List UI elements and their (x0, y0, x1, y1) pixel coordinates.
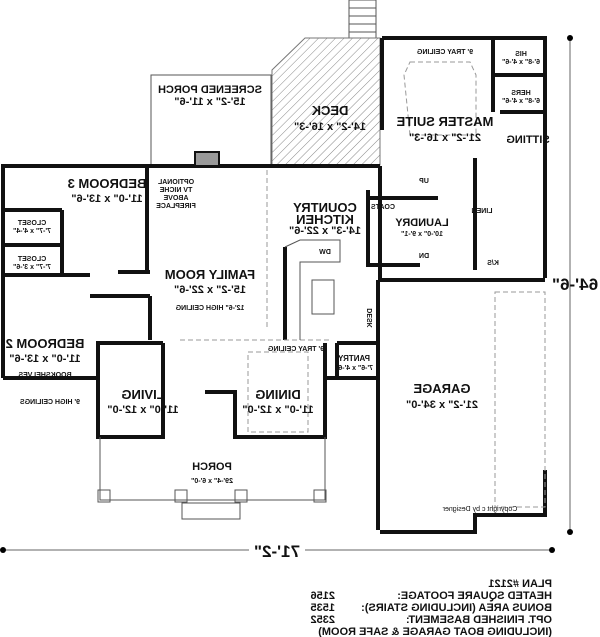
screened-porch-size: 15'-2" x 11'-6" (174, 96, 245, 108)
living-label: LIVING (121, 387, 164, 402)
dining-label: DINING (255, 387, 301, 402)
deck-area (271, 37, 381, 166)
his-closet-label: HIS (515, 51, 527, 58)
bedroom2-size: 11'-0" x 13'-6" (9, 353, 80, 365)
family-room-label: FAMILY ROOM (165, 267, 255, 282)
plan-row-label-2: OPT. FINISHED BASEMENT: (406, 614, 552, 626)
laundry-size: 10'-0" x 9'-1" (401, 231, 443, 238)
plan-row-value-0: 2156 (311, 590, 335, 602)
bedroom3-label: BEDROOM 3 (68, 176, 147, 191)
tv-niche-line1: OPTIONAL (157, 179, 194, 186)
desk-label: DESK (367, 308, 374, 327)
his-closet-size: 6'-8" x 4'-6" (502, 59, 540, 66)
closet1-label: CLOSET (17, 220, 46, 227)
stairs-up-label: UP (419, 178, 429, 185)
family-room-size: 15'-2" x 22'-6" (174, 284, 246, 296)
stairs-down-label: DN (419, 253, 429, 260)
tv-niche-line2: TV NICHE (159, 187, 192, 194)
pantry-label: PANTRY (337, 354, 370, 363)
bookshelves-label: BOOKSHELVES (18, 372, 71, 379)
master-suite-label: MASTER SUITE (396, 114, 493, 129)
closet1-size: 7'-7" x 4'-4" (13, 228, 51, 235)
high-ceilings-label: 9' HIGH CEILINGS (20, 399, 80, 406)
bedroom2-label: BEDROOM 2 (6, 336, 85, 351)
master-suite-size: 21'-2" x 16'-3" (409, 132, 481, 144)
copyright-text: Copyright c by Designer (442, 506, 517, 513)
porch-label: PORCH (192, 461, 232, 473)
porch-size: 29'-4" x 6'-0" (191, 478, 233, 485)
living-size: 11'-0" x 12'-0" (107, 404, 178, 416)
plan-row-value-1: 1535 (311, 602, 335, 614)
closet2-label: CLOSET (17, 256, 46, 263)
depth-dimension: 64'-6" (552, 275, 598, 294)
kitchen-island (311, 279, 335, 315)
hers-closet-size: 6'-8" x 4'-6" (502, 98, 540, 105)
dishwasher-label: DW (319, 249, 331, 256)
pantry-size: 7'-6" x 4'-6" (335, 365, 373, 372)
tv-niche-line4: FIREPLACE (156, 203, 196, 210)
closet2-size: 7'-7" x 3'-6" (13, 264, 51, 271)
laundry-label: LAUNDRY (395, 217, 449, 229)
sitting-label: SITTING (506, 134, 549, 146)
linen-label: LINEN (472, 208, 493, 215)
width-dimension: 71'-2" (254, 542, 300, 561)
walls (1, 36, 547, 534)
plan-row-label-1: BONUS AREA (INCLUDING STAIRS): (361, 602, 552, 614)
garage-label: GARAGE (413, 381, 470, 396)
hers-closet-label: HERS (511, 90, 531, 97)
front-porch (97, 437, 327, 520)
deck-size: 14'-2" x 16'-3" (294, 121, 366, 133)
plan-row-label-0: HEATED SQUARE FOOTAGE: (397, 590, 552, 602)
plan-number: PLAN #2121 (488, 578, 552, 590)
kitchen-label-2: KITCHEN (296, 212, 354, 227)
kitchen-label-1: COUNTRY (293, 200, 357, 215)
fireplace (194, 151, 220, 167)
plan-note: (INCLUDING BOAT GARAGE & SAFE ROOM) (318, 626, 552, 637)
bedroom3-size: 11'-0" x 13'-6" (71, 193, 142, 205)
tv-niche-line3: ABOVE (163, 195, 188, 202)
plan-info: PLAN #2121 HEATED SQUARE FOOTAGE: 2156 B… (311, 578, 552, 637)
plan-row-value-2: 2352 (311, 614, 335, 626)
dining-size: 11'-0" x 12'-0" (242, 404, 313, 416)
master-tray-ceiling-label: 9' TRAY CEILING (416, 49, 473, 56)
kitchen-size: 14'-3" x 22'-6" (289, 225, 361, 237)
coats-label: COATS (371, 204, 395, 211)
rear-stairs (348, 0, 377, 39)
dining-tray-ceiling (247, 351, 309, 433)
dining-tray-ceiling-label: 9' TRAY CEILING (267, 346, 324, 353)
screened-porch-label: SCREENED PORCH (158, 84, 262, 96)
master-tray-ceiling (403, 61, 477, 136)
family-room-ceiling: 12'-6" HIGH CEILING (175, 305, 244, 312)
deck-label: DECK (311, 103, 348, 118)
kis-label: K/S (487, 260, 499, 267)
garage-size: 21'-2" x 34'-0" (406, 399, 478, 411)
